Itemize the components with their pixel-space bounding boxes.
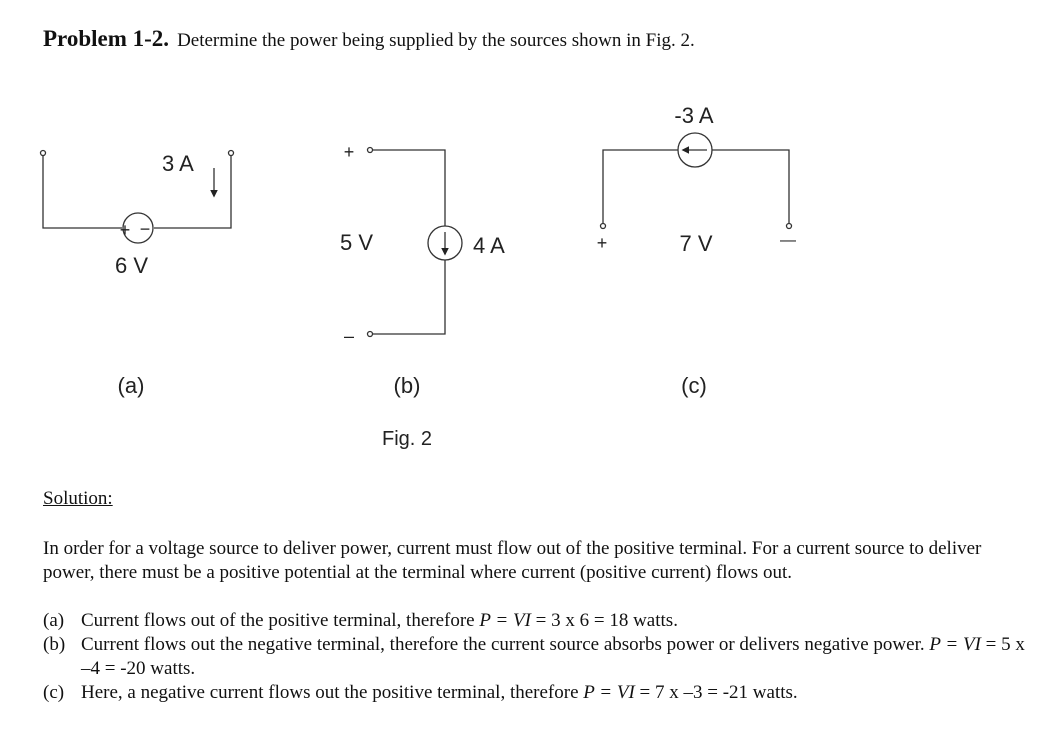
source-a-minus: −: [140, 219, 151, 239]
wire-a: [42, 156, 232, 229]
problem-title: Problem 1-2. Determine the power being su…: [43, 26, 695, 52]
terminal-a-left: [39, 149, 47, 157]
item-formula: P = VI: [583, 682, 635, 703]
terminal-c-plus: +: [597, 233, 608, 253]
item-result: = 7 x –3 = -21 watts.: [634, 682, 798, 703]
circuit-c: [599, 132, 793, 230]
voltage-c-label: 7 V: [679, 231, 712, 256]
item-result: = 3 x 6 = 18 watts.: [530, 610, 678, 631]
list-item: (a) Current flows out of the positive ter…: [43, 609, 1033, 633]
current-a-label: 3 A: [162, 151, 194, 176]
list-item: (c) Here, a negative current flows out th…: [43, 681, 1033, 705]
item-formula: P = VI: [929, 634, 981, 655]
solution-heading: Solution:: [43, 488, 113, 509]
item-label: (a): [43, 610, 65, 631]
problem-statement: Determine the power being supplied by th…: [177, 30, 695, 51]
item-text: Here, a negative current flows out the p…: [81, 682, 584, 703]
terminal-c-right: [785, 222, 793, 230]
current-b-label: 4 A: [473, 233, 505, 258]
figure-c-label: (c): [681, 373, 707, 398]
source-a-plus: +: [120, 220, 131, 240]
item-label: (c): [43, 682, 65, 703]
voltage-source-a: [122, 212, 154, 244]
figure-caption: Fig. 2: [382, 428, 432, 450]
figure-a-label: (a): [118, 373, 145, 398]
circuit-a: [39, 149, 235, 244]
item-label: (b): [43, 634, 66, 655]
circuit-figure: + − 3 A 6 V (a) + – 5 V 4 A (b) Fig. 2 -…: [39, 103, 796, 450]
terminal-b-top: [366, 146, 374, 154]
wire-b: [373, 149, 446, 335]
circuit-b: [366, 146, 463, 338]
voltage-a-label: 6 V: [115, 253, 148, 278]
terminal-a-right: [227, 149, 235, 157]
item-text: Current flows out the negative terminal,…: [81, 634, 930, 655]
item-formula: P = VI: [479, 610, 531, 631]
wire-c: [602, 149, 790, 223]
terminal-b-plus: +: [344, 142, 355, 162]
voltage-b-label: 5 V: [340, 230, 373, 255]
solution-intro: In order for a voltage source to deliver…: [43, 538, 982, 583]
terminal-c-minus: —: [780, 232, 796, 249]
terminal-c-left: [599, 222, 607, 230]
terminal-b-bottom: [366, 330, 374, 338]
terminal-b-minus: –: [344, 326, 354, 346]
problem-number: Problem 1-2.: [43, 26, 170, 51]
solution-list: (a) Current flows out of the positive ter…: [43, 609, 1033, 705]
item-result: = 5 x –4 = -20 watts.: [81, 634, 1025, 679]
figure-b-label: (b): [394, 373, 421, 398]
current-c-label: -3 A: [674, 103, 713, 128]
list-item: (b) Current flows out the negative termin…: [43, 633, 1033, 681]
item-text: Current flows out of the positive termin…: [81, 610, 480, 631]
